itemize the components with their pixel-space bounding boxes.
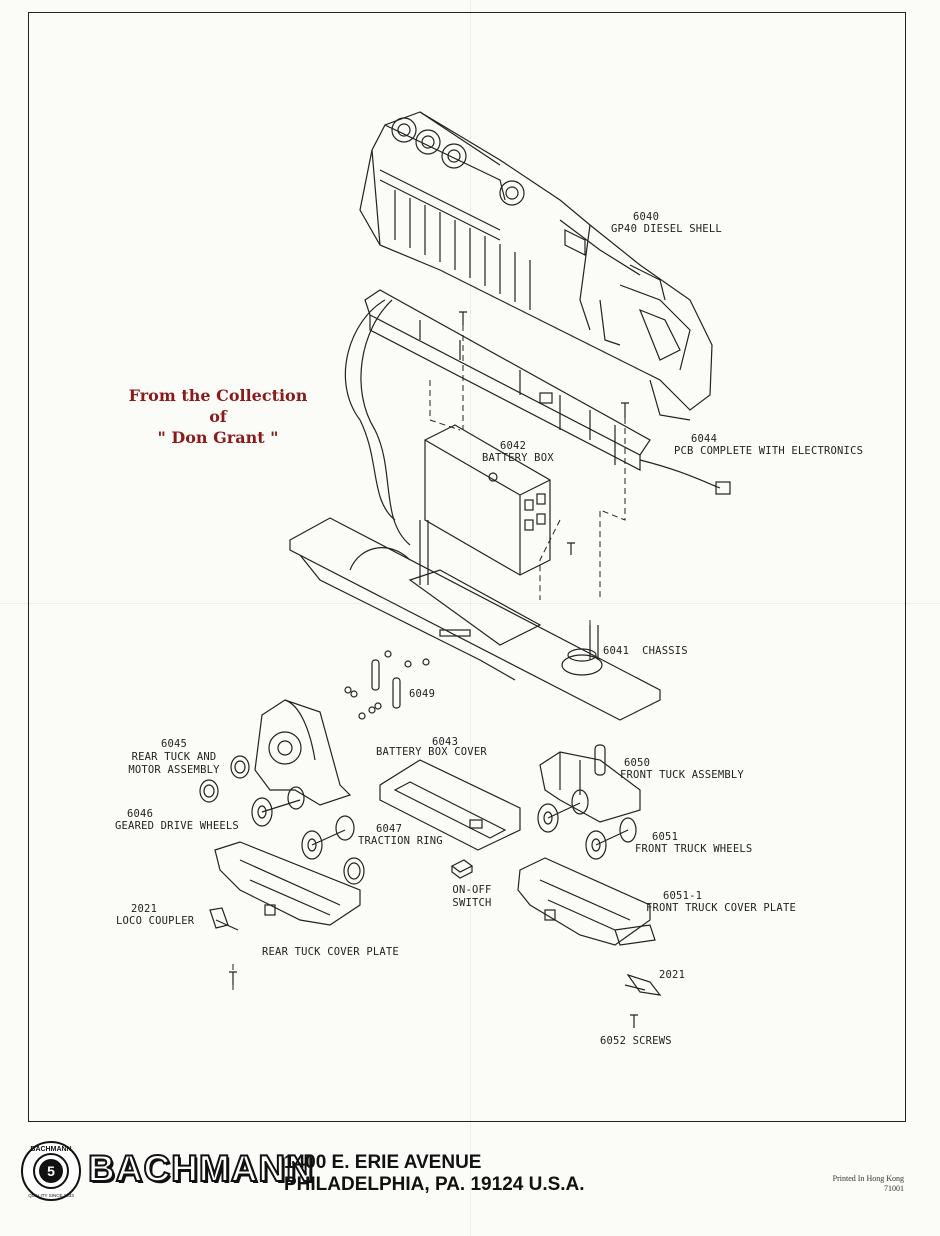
on-off-switch-drawing	[450, 859, 474, 879]
label-on-off-switch: ON-OFF SWITCH	[446, 884, 498, 910]
label-6049: 6049	[409, 688, 436, 700]
address-line-1: 1400 E. ERIE AVENUE	[284, 1152, 482, 1173]
label-6050-name: FRONT TUCK ASSEMBLY	[620, 769, 744, 781]
label-6044: 6044	[691, 433, 718, 445]
paper-fold-vertical	[470, 0, 471, 1236]
front-tuck-drawing	[537, 744, 641, 860]
rear-cover-plate-drawing	[209, 841, 361, 931]
small-parts-6049-drawing	[344, 650, 430, 720]
label-6041: 6041 CHASSIS	[603, 645, 688, 658]
diesel-shell-drawing	[359, 111, 713, 421]
label-6045: 6045 REAR TUCK AND MOTOR ASSEMBLY	[118, 738, 230, 777]
seal-brand: BACHMANN	[30, 1146, 71, 1153]
diagram-frame	[28, 12, 906, 1122]
label-6051: 6051	[652, 831, 679, 843]
label-6051-1: 6051-1	[663, 890, 703, 902]
label-6046: 6046	[127, 808, 154, 820]
bachmann-seal-logo: 5 BACHMANN QUALITY SINCE 1833	[21, 1141, 81, 1201]
front-coupler-drawing	[624, 973, 662, 996]
label-6047-name: TRACTION RING	[358, 835, 443, 847]
label-2021-rear: 2021	[131, 903, 158, 915]
seal-sub: QUALITY SINCE 1833	[28, 1193, 74, 1198]
geared-drive-wheels-drawing	[251, 786, 365, 885]
footer-address: 1400 E. ERIE AVENUE PHILADELPHIA, PA. 19…	[284, 1152, 585, 1196]
battery-box-drawing	[424, 424, 551, 576]
switch-line-1: ON-OFF	[452, 884, 492, 896]
printed-in-note: Printed In Hong Kong 71001	[833, 1174, 904, 1194]
part-name: CHASSIS	[642, 645, 688, 657]
chassis-drawing	[289, 517, 661, 721]
part-number: 6045	[160, 738, 188, 750]
label-6040: 6040	[633, 211, 659, 224]
rear-tuck-motor-drawing	[199, 699, 352, 806]
label-6040-name: GP40 DIESEL SHELL	[611, 223, 722, 235]
part-name-line-1: REAR TUCK AND	[131, 751, 217, 763]
label-6051-name: FRONT TRUCK WHEELS	[635, 843, 753, 855]
collection-line-1: From the Collection of	[128, 386, 308, 426]
battery-box-cover-drawing	[379, 759, 521, 851]
collection-line-2: " Don Grant "	[157, 428, 279, 447]
label-6050: 6050	[624, 757, 651, 769]
label-6042-name: BATTERY BOX	[482, 452, 554, 464]
part-number: 6040	[633, 211, 660, 223]
part-number: 6041	[603, 645, 630, 657]
switch-line-2: SWITCH	[452, 897, 492, 909]
paper-fold-horizontal	[0, 603, 940, 604]
label-6052-screws: 6052 SCREWS	[600, 1035, 672, 1047]
address-line-2: PHILADELPHIA, PA. 19124 U.S.A.	[284, 1174, 585, 1195]
front-cover-plate-drawing	[517, 857, 656, 946]
label-6051-1-name: FRONT TRUCK COVER PLATE	[646, 902, 796, 914]
label-6043-name: BATTERY BOX COVER	[376, 746, 487, 758]
label-2021-rear-name: LOCO COUPLER	[116, 915, 195, 927]
label-6046-name: GEARED DRIVE WHEELS	[115, 820, 239, 832]
label-2021-front: 2021	[659, 969, 686, 981]
part-name-line-2: MOTOR ASSEMBLY	[128, 764, 220, 776]
label-6042: 6042	[500, 440, 527, 452]
bachmann-wordmark: BACHMANN	[87, 1147, 314, 1190]
pcb-drawing	[344, 289, 731, 546]
printed-line: Printed In Hong Kong	[832, 1174, 904, 1183]
label-6043: 6043	[432, 736, 459, 748]
label-6047: 6047	[376, 823, 403, 835]
collection-watermark: From the Collection of " Don Grant "	[118, 385, 318, 448]
label-6044-name: PCB COMPLETE WITH ELECTRONICS	[674, 445, 864, 457]
print-code: 71001	[884, 1184, 904, 1193]
seal-number: 5	[47, 1163, 55, 1179]
label-rear-cover-plate: REAR TUCK COVER PLATE	[262, 946, 399, 958]
